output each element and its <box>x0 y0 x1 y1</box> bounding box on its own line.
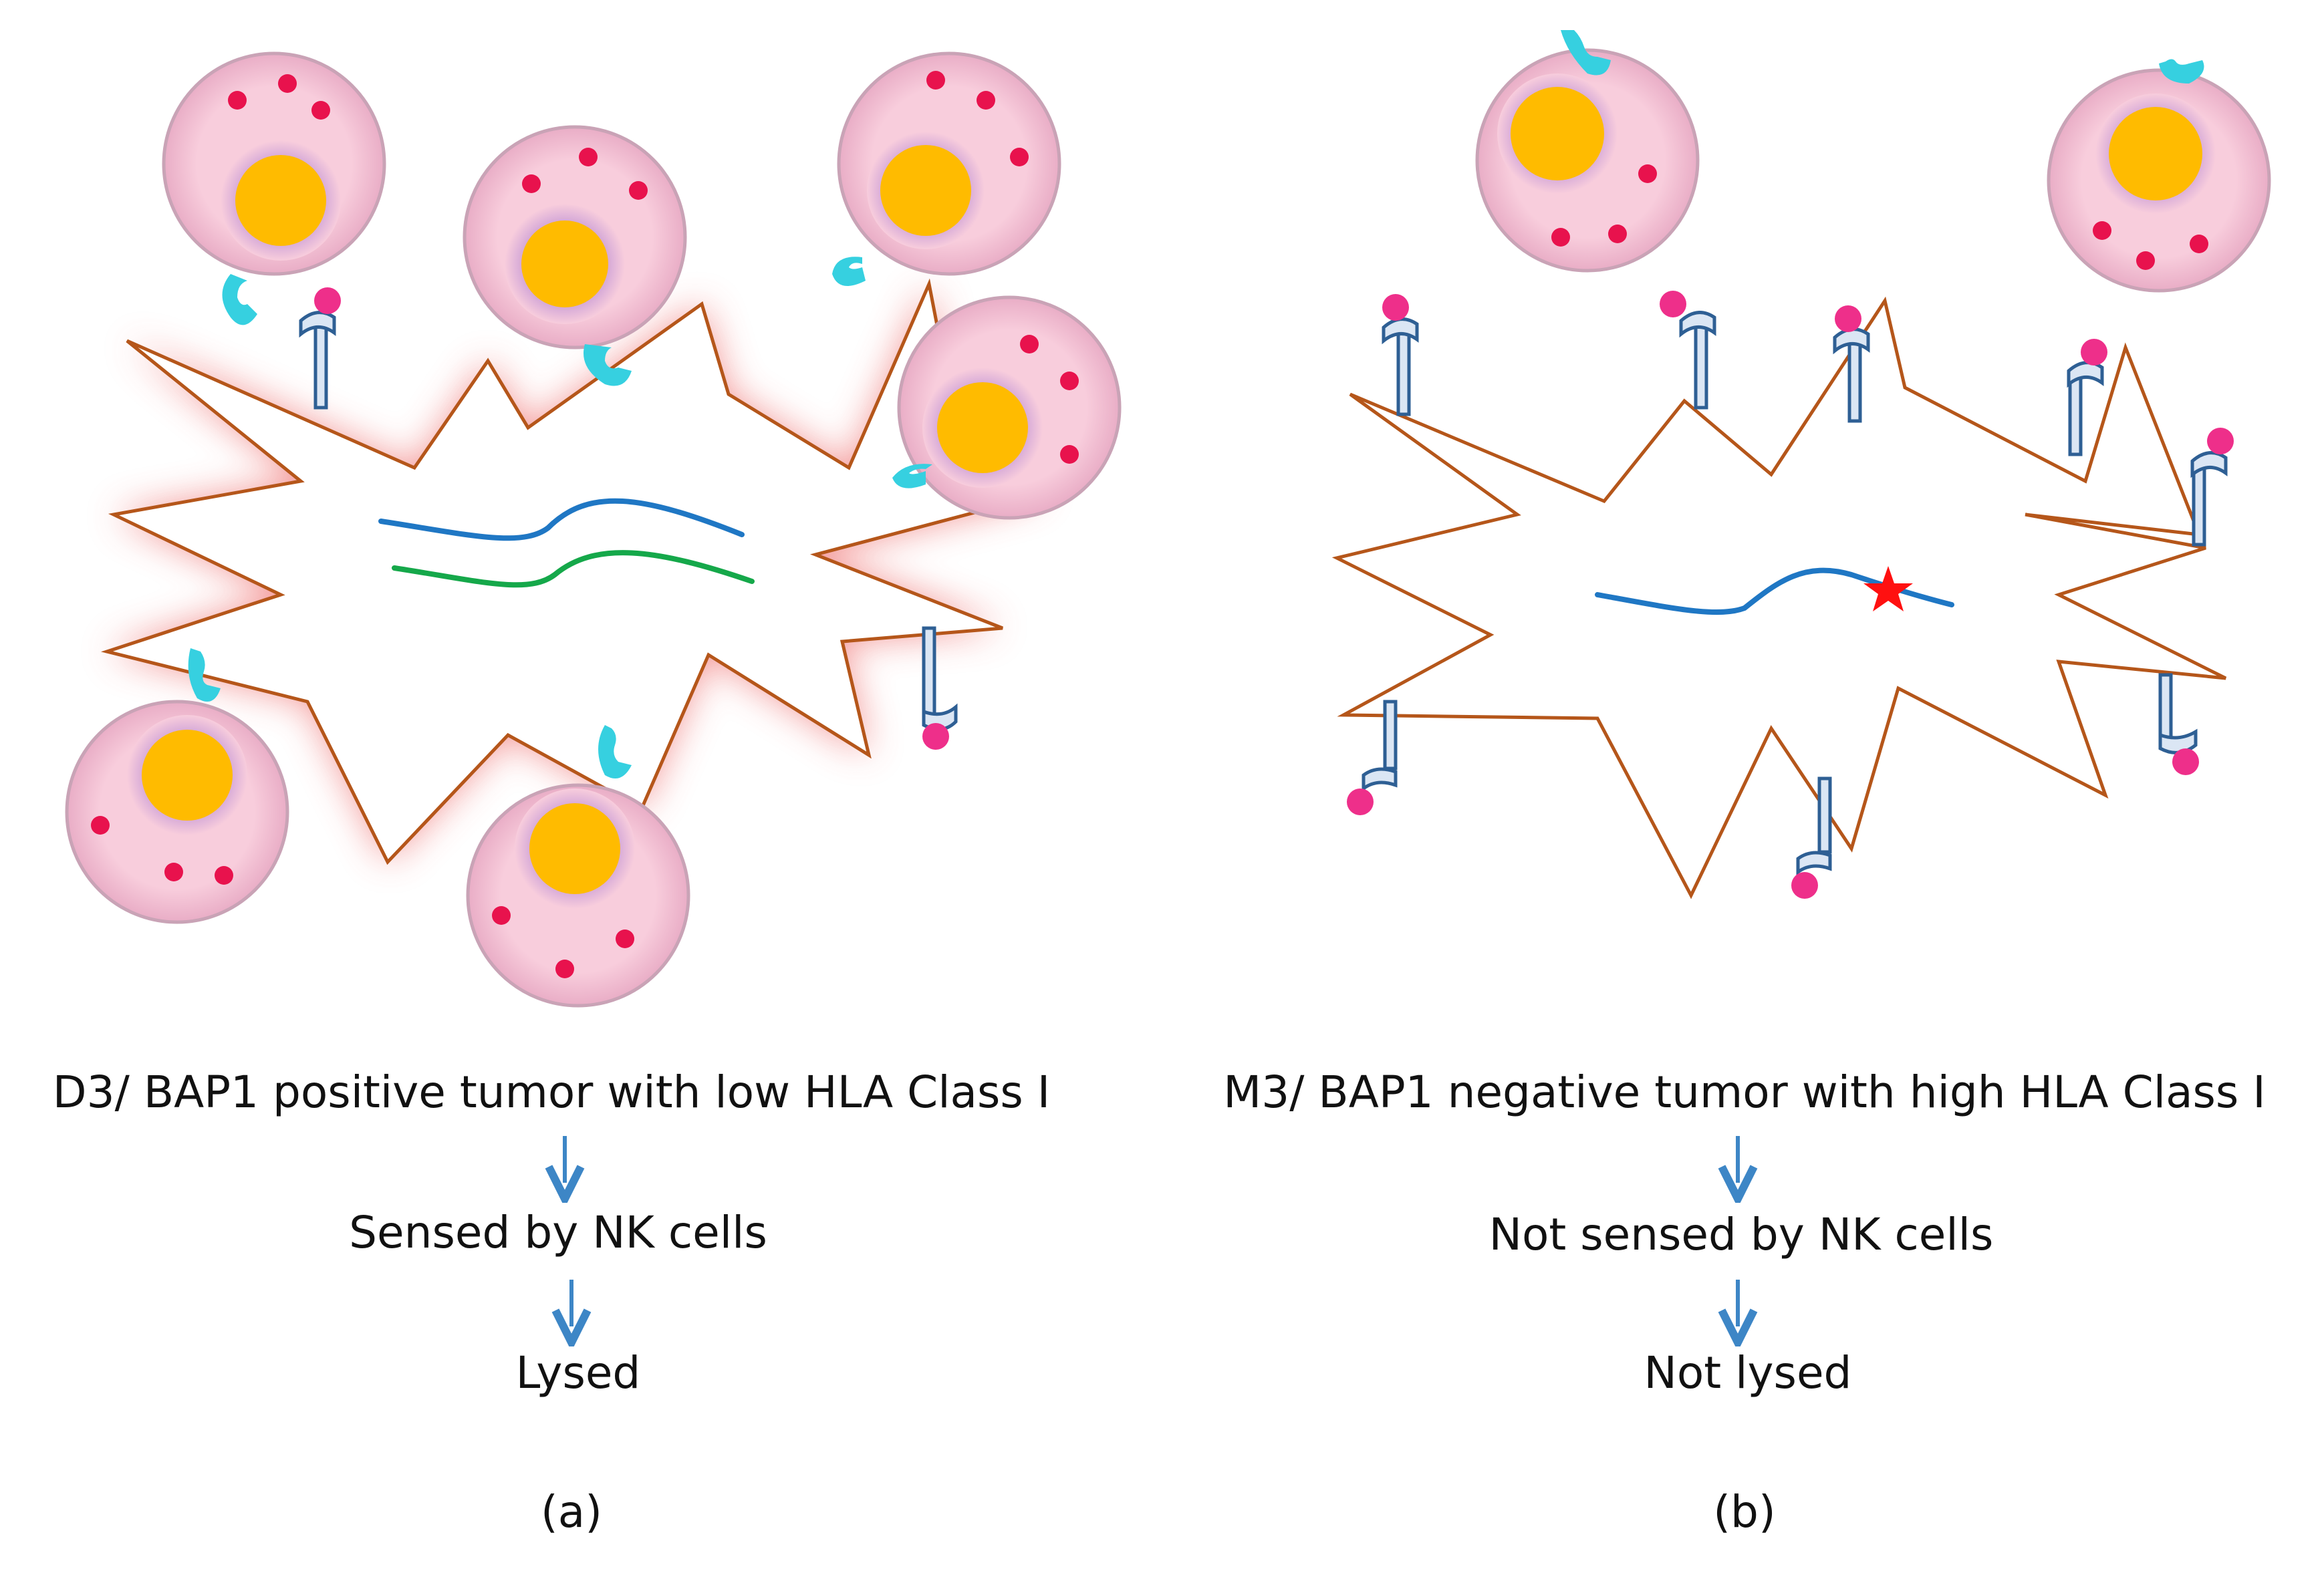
panel-a-tag: (a) <box>541 1486 602 1538</box>
hla-molecule-b1 <box>1382 294 1419 416</box>
panel-b-tag: (b) <box>1713 1486 1776 1538</box>
nk-cell-a1 <box>162 51 386 325</box>
dna-strand-blue-a <box>378 498 745 541</box>
nk-cell-a6 <box>466 725 690 1008</box>
dna-strand-green-a <box>392 550 755 588</box>
panel-a <box>65 51 1122 1326</box>
panel-b <box>1331 30 2271 1326</box>
panel-b-step1: Not sensed by NK cells <box>1489 1209 1994 1260</box>
nk-cell-b2 <box>2047 59 2271 293</box>
hla-molecule-b2 <box>1660 291 1716 410</box>
hla-molecule-a1 <box>299 287 341 410</box>
panel-b-step2: Not lysed <box>1644 1347 1852 1399</box>
hla-molecule-b4 <box>2067 339 2107 456</box>
nk-cell-b1 <box>1475 30 1700 273</box>
panel-a-step1: Sensed by NK cells <box>349 1207 767 1258</box>
hla-molecule-b3 <box>1833 305 1870 423</box>
hla-molecule-b5 <box>2190 428 2234 547</box>
panel-a-title: D3/ BAP1 positive tumor with low HLA Cla… <box>52 1066 1051 1118</box>
hla-molecule-a2 <box>922 626 958 750</box>
hla-molecule-b8 <box>2158 673 2199 775</box>
tumor-b <box>1331 296 2227 899</box>
nk-cell-a5 <box>65 648 289 924</box>
panel-b-title: M3/ BAP1 negative tumor with high HLA Cl… <box>1223 1066 2266 1118</box>
nk-cell-a4 <box>892 295 1122 520</box>
nk-cell-a3 <box>832 51 1061 286</box>
hla-molecule-b6 <box>1347 700 1398 815</box>
nk-cell-a2 <box>463 125 687 386</box>
mutation-star <box>1863 566 1913 611</box>
panel-a-step2: Lysed <box>515 1347 641 1399</box>
hla-molecule-b7 <box>1791 776 1832 899</box>
